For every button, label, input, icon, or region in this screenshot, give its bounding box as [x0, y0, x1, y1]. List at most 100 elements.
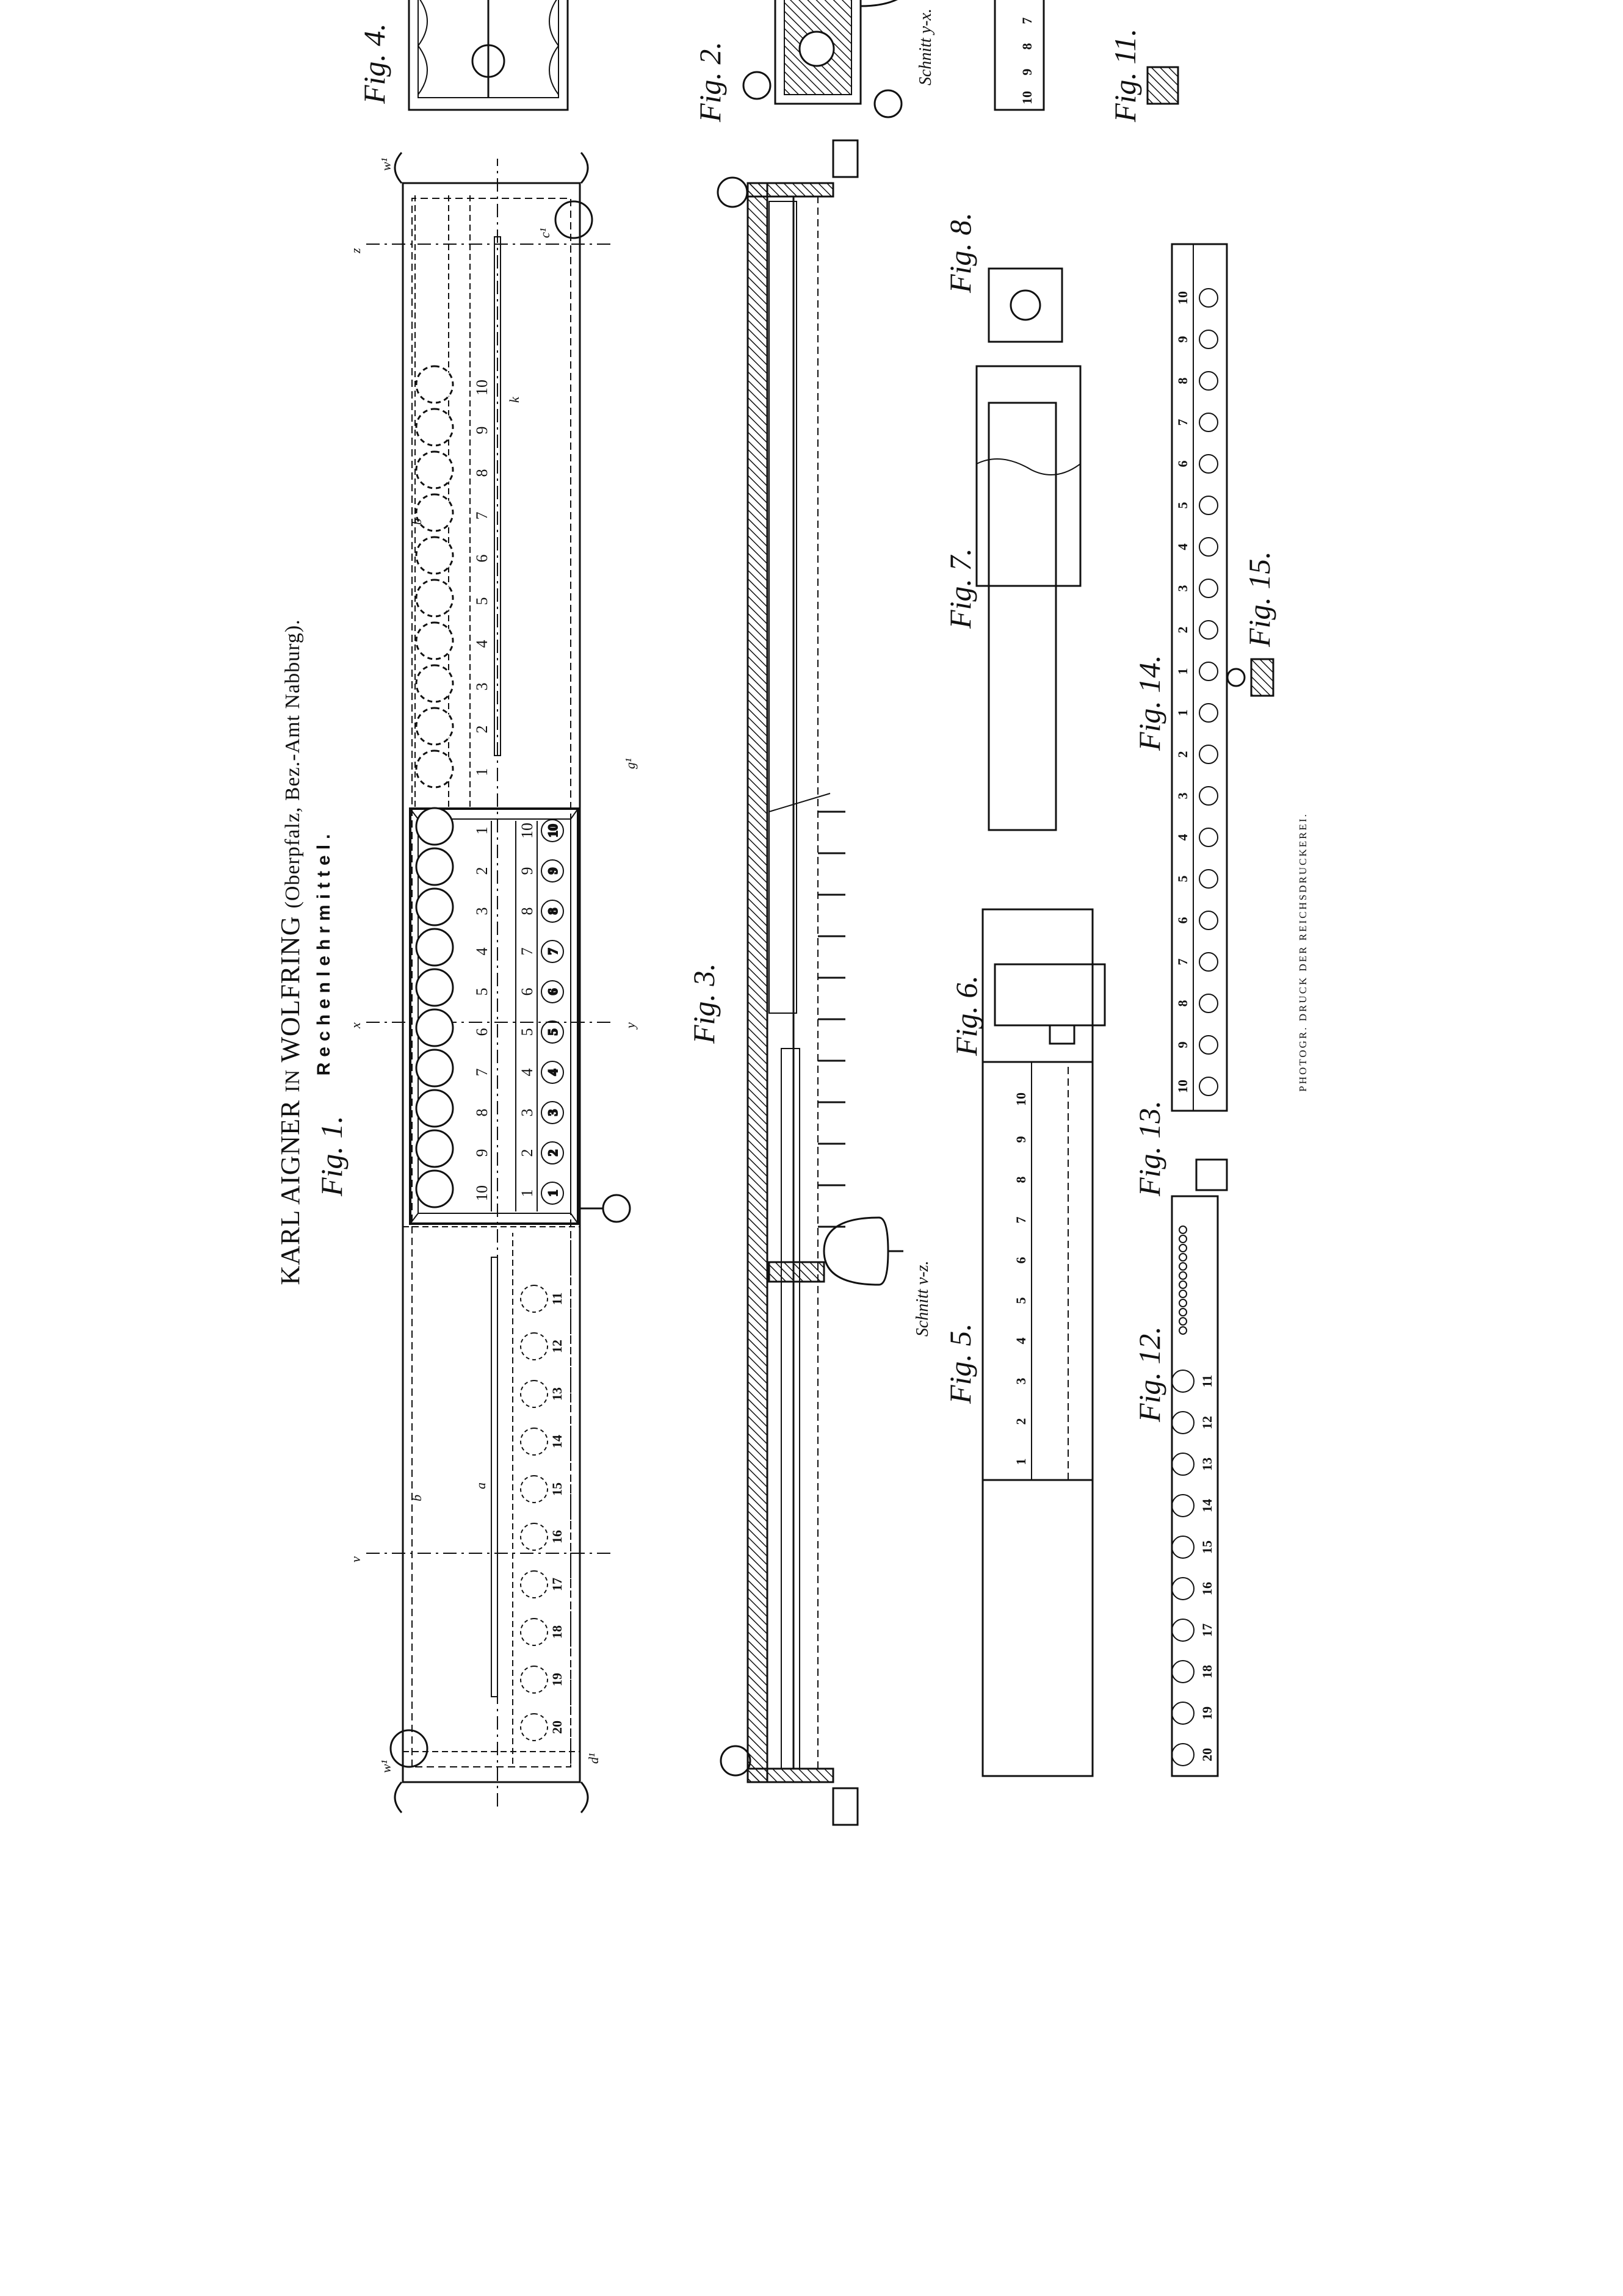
abacus-ball [1171, 1536, 1195, 1559]
abacus-ball [1199, 371, 1218, 391]
section-v-z: Schnitt v-z. [913, 1261, 932, 1337]
fig14-balls [1199, 288, 1218, 1096]
scale-number: 7 [1013, 1217, 1028, 1224]
fig5-label: Fig. 5. [943, 1323, 977, 1404]
scale-number: 2 [518, 1149, 536, 1157]
scale-number: 7 [1175, 959, 1190, 966]
scale-number: 10 [1175, 291, 1190, 305]
scale-number: 18 [549, 1625, 565, 1639]
abacus-ball [1199, 662, 1218, 681]
fig2-drawing [742, 0, 917, 118]
scale-number: 6 [1175, 461, 1190, 468]
scale-number: 3 [473, 908, 491, 915]
scale-number: 15 [1199, 1540, 1215, 1554]
scale-number: 14 [1199, 1499, 1215, 1512]
svg-text:b: b [409, 518, 424, 525]
scale-number: 3 [1013, 1378, 1028, 1385]
abacus-ball-hidden [415, 621, 454, 660]
abacus-ball [1199, 330, 1218, 349]
scale-number: 8 [518, 908, 536, 915]
abacus-ball [1199, 579, 1218, 598]
scale-number: 9 [1013, 1136, 1028, 1143]
abacus-ball [415, 807, 454, 846]
fig2-label: Fig. 2. [693, 42, 727, 123]
fig11-drawing [994, 0, 1179, 111]
scale-number: 2 [473, 726, 491, 734]
fig3-drawing [717, 139, 903, 1826]
scale-number: 9 [1175, 1042, 1190, 1049]
abacus-ball-hidden [520, 1380, 548, 1408]
abacus-ball [1199, 828, 1218, 847]
scale-number: 8 [1019, 43, 1035, 50]
abacus-ball-hidden [415, 450, 454, 489]
scale-number: 5 [473, 988, 491, 996]
scale-number: 18 [1199, 1665, 1215, 1678]
printer-footer: PHOTOGR. DRUCK DER REICHSDRUCKEREI. [1297, 812, 1309, 1092]
in-word: IN [281, 1069, 304, 1092]
abacus-ball-hidden [520, 1666, 548, 1694]
scale-number: 13 [1199, 1457, 1215, 1471]
scale-number: 16 [549, 1530, 565, 1543]
scale-number: 8 [473, 469, 491, 477]
scale-number: 4 [1013, 1338, 1028, 1345]
scale-number: 9 [473, 427, 491, 435]
abacus-ball-hidden [520, 1332, 548, 1360]
abacus-ball [1199, 911, 1218, 930]
scale-number: 10 [473, 1185, 491, 1201]
small-ball [1179, 1235, 1187, 1243]
circled-number-ring [541, 859, 564, 883]
scale-number: 13 [549, 1387, 565, 1401]
abacus-ball [1199, 745, 1218, 764]
scale-number: 20 [1199, 1748, 1215, 1761]
circled-number: 4 [545, 1069, 560, 1076]
abacus-ball [1171, 1660, 1195, 1683]
fig13-label: Fig. 13. [1132, 1100, 1166, 1197]
scale-number: 9 [1019, 69, 1035, 76]
scale-number: 10 [473, 380, 491, 395]
abacus-ball [415, 1008, 454, 1047]
abacus-ball [415, 1089, 454, 1128]
patent-header: KARL AIGNER IN WOLFRING (Oberpfalz, Bez.… [275, 0, 306, 1929]
scale-number: 14 [549, 1435, 565, 1448]
scale-number: 2 [1013, 1418, 1028, 1425]
scale-number: 3 [1175, 585, 1190, 592]
fig12-label: Fig. 12. [1132, 1326, 1166, 1423]
circled-number-ring [541, 1182, 564, 1205]
abacus-ball-hidden [415, 408, 454, 447]
scale-number: 7 [473, 1069, 491, 1077]
abacus-ball-hidden [520, 1428, 548, 1456]
circled-number: 3 [545, 1110, 560, 1116]
fig1-left-balls [520, 1285, 548, 1741]
svg-text:y: y [623, 1022, 638, 1030]
svg-text:a: a [473, 1482, 488, 1489]
abacus-ball [1199, 288, 1218, 308]
scale-number: 3 [473, 683, 491, 691]
circled-number-ring [541, 940, 564, 963]
fig1-balls [415, 365, 454, 1208]
scale-number: 9 [473, 1149, 491, 1157]
scale-number: 10 [518, 823, 536, 839]
scale-number: 17 [549, 1578, 565, 1591]
scale-number: 8 [473, 1109, 491, 1117]
circled-number: 10 [545, 824, 560, 837]
town-name: WOLFRING [275, 915, 305, 1063]
scale-number: 1 [473, 768, 491, 776]
abacus-ball [415, 887, 454, 926]
scale-number: 7 [518, 948, 536, 956]
abacus-ball [1199, 1035, 1218, 1055]
abacus-ball-hidden [415, 707, 454, 746]
abacus-ball [415, 847, 454, 886]
scale-number: 16 [1199, 1582, 1215, 1595]
scale-number: 19 [549, 1673, 565, 1686]
small-ball [1179, 1262, 1187, 1271]
fig4-label: Fig. 4. [357, 23, 391, 104]
small-ball [1179, 1244, 1187, 1252]
scale-number: 6 [518, 988, 536, 996]
small-ball [1179, 1326, 1187, 1335]
svg-text:b: b [409, 1495, 424, 1501]
small-ball [1179, 1308, 1187, 1316]
